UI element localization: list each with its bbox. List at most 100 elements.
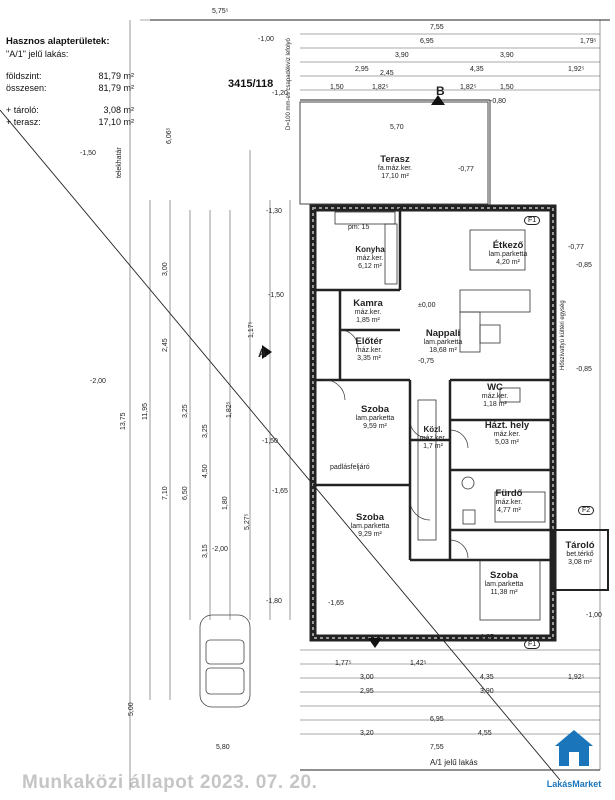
level-mark: -0,85 — [576, 262, 592, 269]
dim-text: 6,95 — [430, 716, 444, 723]
area-legend: Hasznos alapterületek: "A/1" jelű lakás:… — [6, 36, 134, 128]
room-kamra: Kamra máz.ker. 1,85 m² — [353, 298, 383, 324]
level-mark: -2,00 — [90, 378, 106, 385]
dim-text: 3,15 — [202, 544, 209, 558]
dim-text: 2,95 — [355, 66, 369, 73]
dim-text: 1,82⁵ — [372, 84, 389, 91]
room-szoba-1: Szoba lam.parketta 9,59 m² — [355, 404, 395, 430]
level-mark: -1,20 — [272, 90, 288, 97]
room-tarolo: Tároló bet.térkő 3,08 m² — [565, 540, 595, 566]
dim-text: 1,80 — [222, 496, 229, 510]
section-b-label: B — [436, 84, 445, 98]
dim-text: 5,27⁵ — [244, 513, 251, 530]
room-wc: WC máz.ker. 1,18 m² — [481, 382, 509, 408]
room-eloter: Előtér máz.ker. 3,35 m² — [355, 336, 383, 362]
dim-text: 4,55 — [478, 730, 492, 737]
level-mark: -1,35 — [478, 634, 494, 641]
dim-text: 6,06⁵ — [166, 127, 173, 144]
room-konyha: Konyha máz.ker. 6,12 m² — [355, 245, 385, 270]
parapet-label: pm: 15 — [348, 224, 370, 231]
level-mark: -2,00 — [212, 546, 228, 553]
brand-name: LakásMarket — [546, 779, 602, 789]
parcel-number: 3415/118 — [228, 78, 274, 90]
level-mark: -0,75 — [418, 358, 434, 365]
dim-text: 7,10 — [162, 486, 169, 500]
dim-text: 5,70 — [390, 124, 404, 131]
dim-text: 3,90 — [500, 52, 514, 59]
dim-text: 1,92⁵ — [568, 674, 585, 681]
dim-text: 1,79⁵ — [580, 38, 597, 45]
legend-subheading: "A/1" jelű lakás: — [6, 49, 69, 59]
dim-text: 1,77⁵ — [335, 660, 352, 667]
door-swings — [324, 329, 469, 559]
level-mark: -1,50 — [268, 292, 284, 299]
level-mark: ±0,00 — [418, 302, 436, 309]
room-szoba-2: Szoba lam.parketta 9,29 m² — [350, 512, 390, 538]
dim-text: 3,00 — [162, 262, 169, 276]
room-terasz: Terasz fa.máz.ker. 17,10 m² — [377, 154, 413, 180]
attic-access-label: padlásfeljáró — [330, 464, 370, 471]
level-mark: -0,80 — [490, 98, 506, 105]
level-mark: -0,85 — [576, 366, 592, 373]
dim-text: 1,82⁵ — [226, 401, 233, 418]
dim-text: 4,50 — [202, 464, 209, 478]
dim-text: 3,25 — [202, 424, 209, 438]
dim-text: 6,95 — [420, 38, 434, 45]
dim-text: 4,35 — [480, 674, 494, 681]
house-icon — [555, 730, 593, 766]
level-mark: -1,65 — [328, 600, 344, 607]
room-nappali: Nappali lam.parketta 18,68 m² — [423, 328, 463, 354]
downpipe-label: D=100 mm-es csapadékvíz lefolyó — [286, 38, 292, 130]
dim-text: 3,90 — [480, 688, 494, 695]
terrace-area — [299, 101, 489, 205]
dim-text: 5,80 — [216, 744, 230, 751]
apartment-label: A/1 jelű lakás — [430, 758, 478, 767]
dim-text: 4,35 — [470, 66, 484, 73]
legend-row: földszint:81,79 m² — [6, 71, 134, 81]
brand-logo: LakásMarket — [536, 726, 612, 789]
flag-f1-top: F1 — [524, 216, 541, 225]
dim-text: 7,55 — [430, 24, 444, 31]
furniture — [334, 211, 546, 621]
dim-text: 5,75⁵ — [212, 8, 229, 15]
dim-text: 5,00 — [128, 702, 135, 716]
legend-heading: Hasznos alapterületek: — [6, 36, 110, 47]
dim-text: 1,50 — [330, 84, 344, 91]
level-mark: -1,00 — [586, 612, 602, 619]
dim-text: 1,42⁵ — [410, 660, 427, 667]
room-furdo: Fürdő máz.ker. 4,77 m² — [495, 488, 523, 514]
level-mark: -1,30 — [266, 208, 282, 215]
level-mark: -1,80 — [266, 598, 282, 605]
dim-text: 3,00 — [360, 674, 374, 681]
dim-text: 11,95 — [142, 403, 149, 420]
room-kozlekedo: Közl. máz.ker. 1,7 m² — [419, 425, 447, 450]
room-szoba-3: Szoba lam.parketta 11,38 m² — [484, 570, 524, 596]
flag-f2: F2 — [578, 506, 595, 515]
dim-text: 13,75 — [120, 412, 127, 430]
level-mark: -1,65 — [272, 488, 288, 495]
level-mark: -1,50 — [80, 150, 96, 157]
level-mark: -1,50 — [262, 438, 278, 445]
dim-text: 7,55 — [430, 744, 444, 751]
dimension-lines — [129, 19, 601, 790]
flag-f1-bottom: F1 — [524, 640, 541, 649]
legend-row: + tároló:3,08 m² — [6, 105, 134, 115]
dim-text: 1,92⁵ — [568, 66, 585, 73]
dim-text: 3,25 — [182, 404, 189, 418]
dim-text: 2,95 — [360, 688, 374, 695]
dim-text: 3,20 — [360, 730, 374, 737]
room-haztartasi-helyiseg: Házt. hely máz.ker. 5,03 m² — [484, 420, 530, 446]
status-watermark: Munkaközi állapot 2023. 07. 20. — [22, 772, 318, 793]
level-mark: -0,77 — [568, 244, 584, 251]
boundary-label: telekhatár — [116, 147, 123, 178]
section-a-label: A — [258, 346, 267, 360]
dim-text: 3,90 — [395, 52, 409, 59]
section-markers — [262, 95, 445, 648]
dim-text: 6,50 — [182, 486, 189, 500]
room-etkezo: Étkező lam.parketta 4,20 m² — [488, 240, 528, 266]
legend-row: + terasz:17,10 m² — [6, 117, 134, 127]
dim-text: 1,17⁵ — [248, 321, 255, 338]
storage-outline — [552, 529, 609, 591]
dim-text: 2,45 — [162, 338, 169, 352]
